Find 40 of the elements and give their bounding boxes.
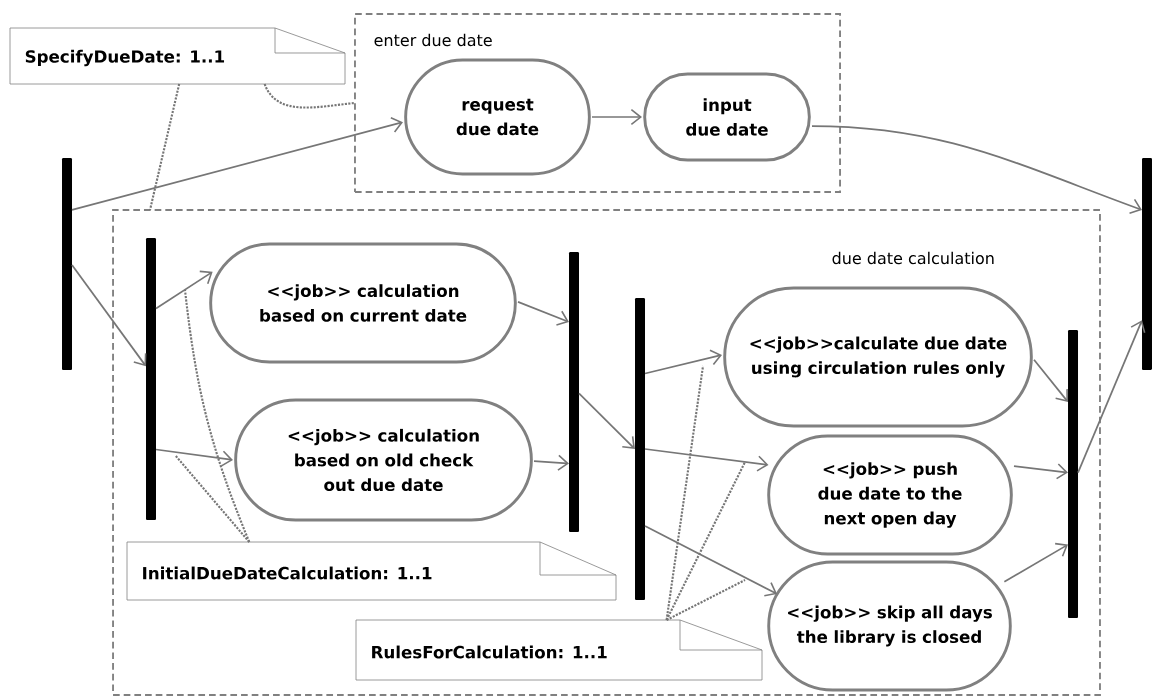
sync-bar xyxy=(62,158,72,370)
sync-bar xyxy=(146,238,156,520)
leader-line xyxy=(183,289,251,543)
group-title: due date calculation xyxy=(832,251,994,265)
sync-bar xyxy=(1068,330,1078,618)
arrow xyxy=(1033,358,1068,402)
sync-bar xyxy=(635,298,645,600)
action-node: <<job>> skip all days the library is closed xyxy=(767,560,1012,692)
arrow xyxy=(644,448,769,472)
leader-line xyxy=(665,461,746,621)
arrow xyxy=(578,392,635,449)
action-node: <<job>>calculate due date using circulation rules only xyxy=(723,286,1033,428)
arrow xyxy=(517,300,569,326)
arrow xyxy=(155,448,233,467)
leader-line xyxy=(174,454,251,543)
arrow xyxy=(1077,320,1146,474)
note: RulesForCalculation: 1..1 xyxy=(355,619,763,681)
note: SpecifyDueDate: 1..1 xyxy=(9,27,346,85)
action-node: <<job>> calculation based on old check out due date xyxy=(234,398,533,522)
arrow xyxy=(155,270,213,310)
arrow xyxy=(1003,542,1068,583)
leader-line xyxy=(263,83,356,109)
arrow xyxy=(1013,463,1068,480)
note: InitialDueDateCalculation: 1..1 xyxy=(126,541,617,601)
arrow xyxy=(811,125,1142,214)
arrow xyxy=(644,349,722,375)
arrow xyxy=(71,264,147,367)
action-node: <<job>> push due date to the next open day xyxy=(767,434,1013,556)
sync-bar xyxy=(569,252,579,532)
arrow xyxy=(71,116,403,211)
sync-bar xyxy=(1142,158,1152,370)
leader-line xyxy=(148,83,181,211)
action-node: input due date xyxy=(643,72,811,162)
action-node: <<job>> calculation based on current date xyxy=(209,242,517,364)
action-node: request due date xyxy=(404,58,591,176)
arrow xyxy=(644,525,778,597)
arrow xyxy=(533,454,569,471)
leader-line xyxy=(666,579,746,621)
group-title: enter due date xyxy=(374,33,492,47)
arrow xyxy=(591,108,642,126)
